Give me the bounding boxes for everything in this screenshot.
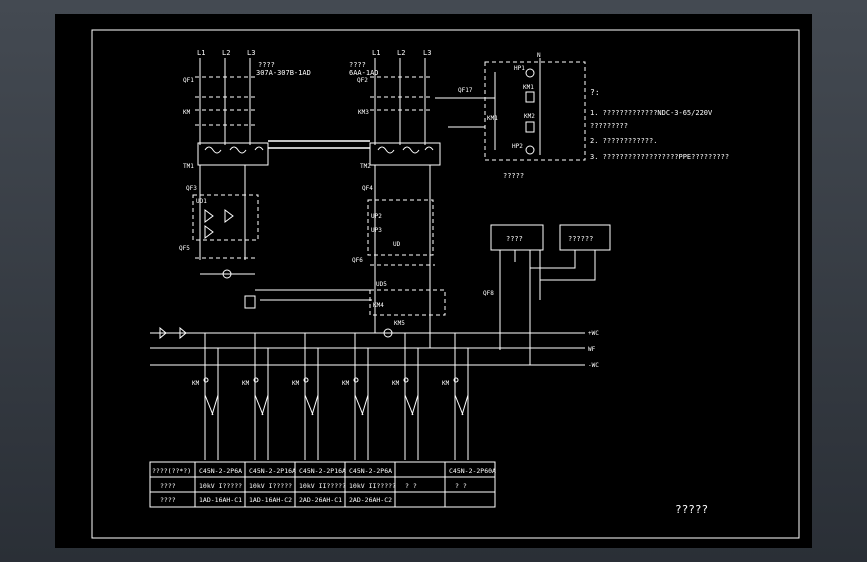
qf17-label: QF17 [458, 87, 473, 94]
left-equipment-box [490, 224, 544, 251]
table-cell: 2AD-26AH-C2 [349, 496, 392, 504]
electrical-schematic: L1 L2 L3 ???? 307A-307B-1AD QF1 KM TM1 Q… [91, 29, 800, 539]
feeder-2: L1 L2 L3 ???? 6AA-1AD QF2 KM3 TM2 QF4 UP… [349, 49, 441, 270]
km1-contact-label: KM1 [487, 115, 498, 122]
drawing-border [91, 29, 800, 539]
table-cell: C45N-2-2P6A [199, 467, 242, 475]
svg-text:KM: KM [242, 380, 250, 387]
table-cell: ???? [160, 496, 176, 504]
cable-model-label: 6AA-1AD [349, 69, 379, 77]
svg-text:KM: KM [392, 380, 400, 387]
minus-bus-label: -WC [588, 362, 599, 369]
km5-label: KM5 [394, 320, 405, 327]
tm1-label: TM1 [183, 163, 194, 170]
branch: KM [242, 333, 269, 460]
cable-model-label: 307A-307B-1AD [256, 69, 311, 77]
drawing-sheet: L1 L2 L3 ???? 307A-307B-1AD QF1 KM TM1 Q… [55, 14, 812, 548]
up2-label: UP2 [371, 213, 382, 220]
table-cell: 1AD-16AH-C1 [199, 496, 242, 504]
control-circuit: N QF17 HP1 KM1 KM2 KM1 HP2 ????? [435, 52, 586, 180]
ud5-label: UD5 [376, 281, 387, 288]
phase-label: L2 [397, 49, 405, 57]
tie-lines [255, 140, 372, 301]
notes-title: ?: [590, 88, 600, 97]
qf1-label: QF1 [183, 77, 194, 84]
svg-text:KM: KM [442, 380, 450, 387]
left-box-label: ???? [506, 235, 523, 243]
n-label: N [537, 52, 541, 59]
table-cell: 10kV I????? [199, 482, 242, 490]
cable-sub-label: ???? [349, 61, 366, 69]
branch-circuits: KM KM KM KM KM [192, 333, 469, 460]
phase-label: L1 [372, 49, 380, 57]
note-item: 1. ?????????????NDC-3-65/220V [590, 109, 713, 117]
table-cell: C45N-2-2P16A [249, 467, 296, 475]
branch: KM [442, 333, 469, 460]
branch: KM [292, 333, 319, 460]
notes: ?: 1. ?????????????NDC-3-65/220V ???????… [590, 88, 729, 161]
qf8-label: QF8 [483, 290, 494, 297]
table-cell: 2AD-26AH-C1 [299, 496, 342, 504]
hp1-label: HP1 [514, 65, 525, 72]
branch: KM [392, 333, 419, 460]
svg-text:KM: KM [342, 380, 350, 387]
qf6-label: QF6 [352, 257, 363, 264]
circuit-table: ????(??*?) C45N-2-2P6A C45N-2-2P16A C45N… [149, 461, 496, 508]
km2-coil-label: KM2 [524, 113, 535, 120]
right-equipment-box [559, 224, 611, 251]
hp2-label: HP2 [512, 143, 523, 150]
table-cell: C45N-2-2P6A [349, 467, 392, 475]
ud-label: UD [393, 241, 401, 248]
svg-text:KM: KM [192, 380, 200, 387]
table-cell: ???? [160, 482, 176, 490]
table-cell: ? ? [405, 482, 417, 490]
control-caption: ????? [503, 172, 524, 180]
table-cell: ? ? [455, 482, 467, 490]
note-item: 3. ??????????????????PPE????????? [590, 153, 729, 161]
branch: KM [192, 333, 219, 460]
table-cell: 10kV I????? [249, 482, 292, 490]
table-cell: 10kV II????? [299, 482, 346, 490]
km4-label: KM4 [373, 302, 384, 309]
plus-bus-label: +WC [588, 330, 599, 337]
table-cell: 10kV II????? [349, 482, 396, 490]
km-label: KM [183, 109, 191, 116]
up3-label: UP3 [371, 227, 382, 234]
cable-sub-label: ???? [258, 61, 275, 69]
qf4-label: QF4 [362, 185, 373, 192]
branch: KM [342, 333, 369, 460]
km1-coil-label: KM1 [523, 84, 534, 91]
right-box-label: ?????? [568, 235, 593, 243]
equipment-boxes: ???? ?????? QF8 [483, 224, 611, 365]
dc-bus: +WC WF -WC UD5 KM4 KM5 [150, 270, 599, 369]
table-cell: C45N-2-2P60A [449, 467, 496, 475]
table-cell: C45N-2-2P16A [299, 467, 346, 475]
km3-label: KM3 [358, 109, 369, 116]
tm2-label: TM2 [360, 163, 371, 170]
qf2-label: QF2 [357, 77, 368, 84]
note-item: 2. ????????????. [590, 137, 657, 145]
phase-label: L3 [247, 49, 255, 57]
qf3-label: QF3 [186, 185, 197, 192]
feeder-1: L1 L2 L3 ???? 307A-307B-1AD QF1 KM TM1 Q… [179, 49, 311, 309]
qf5-label: QF5 [179, 245, 190, 252]
ud1-label: UD1 [196, 198, 207, 205]
wf-bus-label: WF [588, 346, 596, 353]
table-cell: ????(??*?) [152, 467, 191, 475]
table-cell: 1AD-16AH-C2 [249, 496, 292, 504]
phase-label: L2 [222, 49, 230, 57]
svg-text:KM: KM [292, 380, 300, 387]
phase-label: L1 [197, 49, 205, 57]
phase-label: L3 [423, 49, 431, 57]
note-item: ????????? [590, 122, 628, 130]
title-block: ????? [675, 503, 708, 516]
